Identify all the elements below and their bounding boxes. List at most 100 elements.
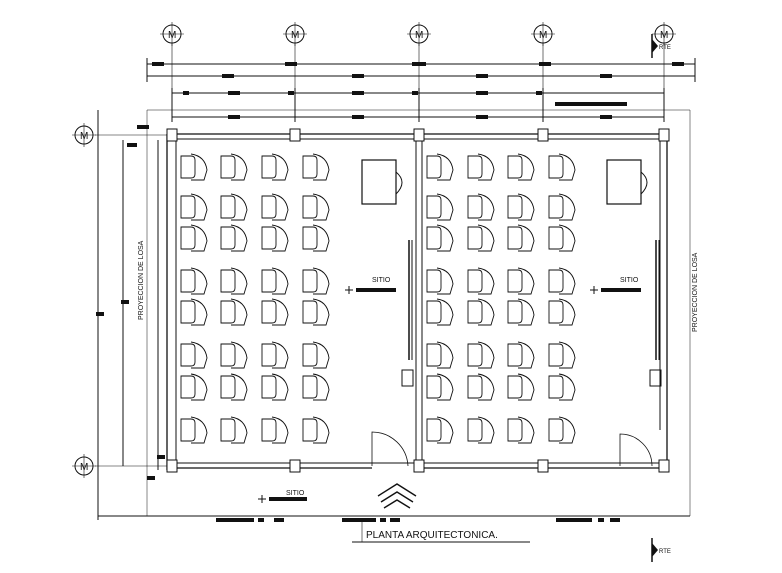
chair-right-1-7 bbox=[426, 373, 454, 401]
dimension-tag-h-14 bbox=[412, 91, 418, 95]
teacher-desk-left bbox=[361, 159, 397, 205]
site-marker-right-level-tag bbox=[601, 288, 641, 292]
chair-armrest bbox=[517, 416, 535, 444]
chair-seat bbox=[180, 418, 196, 442]
chair-seat bbox=[302, 343, 318, 367]
chair-seat bbox=[548, 226, 564, 250]
column-top-5 bbox=[658, 128, 670, 142]
column-top-3 bbox=[413, 128, 425, 142]
chair-armrest bbox=[230, 224, 248, 252]
chair-armrest bbox=[436, 341, 454, 369]
chair-armrest bbox=[190, 224, 208, 252]
dimension-tag-v-2 bbox=[127, 143, 137, 147]
chair-seat bbox=[548, 269, 564, 293]
chair-right-2-4 bbox=[467, 267, 495, 295]
chair-seat bbox=[507, 226, 523, 250]
chair-armrest bbox=[517, 153, 535, 181]
chair-left-4-7 bbox=[302, 373, 330, 401]
chair-seat bbox=[180, 343, 196, 367]
chair-seat bbox=[507, 343, 523, 367]
chair-seat bbox=[548, 155, 564, 179]
chair-seat bbox=[467, 155, 483, 179]
chair-armrest bbox=[436, 193, 454, 221]
chair-seat bbox=[220, 300, 236, 324]
chair-right-2-5 bbox=[467, 298, 495, 326]
chair-left-4-1 bbox=[302, 153, 330, 181]
chair-seat bbox=[302, 195, 318, 219]
chair-armrest bbox=[517, 193, 535, 221]
chair-left-3-4 bbox=[261, 267, 289, 295]
chair-seat bbox=[261, 418, 277, 442]
chair-left-1-6 bbox=[180, 341, 208, 369]
chair-armrest bbox=[312, 298, 330, 326]
chair-right-1-3 bbox=[426, 224, 454, 252]
dimension-tag-h-3 bbox=[412, 62, 426, 66]
chair-left-3-5 bbox=[261, 298, 289, 326]
chair-right-3-5 bbox=[507, 298, 535, 326]
chair-armrest bbox=[271, 224, 289, 252]
chair-left-1-3 bbox=[180, 224, 208, 252]
chair-armrest bbox=[436, 373, 454, 401]
chair-seat bbox=[548, 375, 564, 399]
chair-seat bbox=[220, 155, 236, 179]
chair-armrest bbox=[477, 153, 495, 181]
chair-left-2-8 bbox=[220, 416, 248, 444]
chair-armrest bbox=[558, 341, 576, 369]
chair-right-3-1 bbox=[507, 153, 535, 181]
chair-seat bbox=[426, 195, 442, 219]
chair-armrest bbox=[271, 153, 289, 181]
chair-seat bbox=[180, 226, 196, 250]
section-cut-marker-1 bbox=[652, 39, 658, 53]
chair-armrest bbox=[230, 298, 248, 326]
dimension-tag-h-19 bbox=[352, 115, 364, 119]
dimension-tag-h-15 bbox=[476, 91, 488, 95]
chair-armrest bbox=[190, 341, 208, 369]
chair-left-1-2 bbox=[180, 193, 208, 221]
teacher-desk-right bbox=[606, 159, 642, 205]
chair-seat bbox=[261, 343, 277, 367]
chair-seat bbox=[220, 375, 236, 399]
column-top-4 bbox=[537, 128, 549, 142]
grid-bubble-top-1: M bbox=[160, 22, 184, 46]
chair-armrest bbox=[230, 153, 248, 181]
column-top-2 bbox=[289, 128, 301, 142]
teacher-desk-right-chair bbox=[640, 171, 648, 195]
chair-seat bbox=[220, 195, 236, 219]
chair-right-2-7 bbox=[467, 373, 495, 401]
dimension-tag-v-6 bbox=[147, 476, 155, 480]
chair-armrest bbox=[517, 373, 535, 401]
chair-left-4-8 bbox=[302, 416, 330, 444]
column-bottom-3 bbox=[413, 459, 425, 473]
chair-seat bbox=[302, 300, 318, 324]
grid-bubble-letter: M bbox=[80, 462, 88, 473]
chair-armrest bbox=[558, 298, 576, 326]
chair-armrest bbox=[477, 193, 495, 221]
dimension-tag-h-11 bbox=[228, 91, 240, 95]
chair-seat bbox=[507, 195, 523, 219]
dimension-tag-h-27 bbox=[390, 518, 400, 522]
chair-armrest bbox=[558, 267, 576, 295]
chair-left-1-7 bbox=[180, 373, 208, 401]
chair-right-3-4 bbox=[507, 267, 535, 295]
chair-left-2-7 bbox=[220, 373, 248, 401]
cabinet-right bbox=[649, 369, 662, 387]
chair-left-1-5 bbox=[180, 298, 208, 326]
chair-left-2-6 bbox=[220, 341, 248, 369]
chair-seat bbox=[426, 343, 442, 367]
chair-seat bbox=[507, 300, 523, 324]
dimension-tag-h-24 bbox=[274, 518, 284, 522]
chair-seat bbox=[426, 300, 442, 324]
chair-armrest bbox=[230, 416, 248, 444]
chair-seat bbox=[302, 269, 318, 293]
chair-seat bbox=[507, 155, 523, 179]
chair-right-4-8 bbox=[548, 416, 576, 444]
chair-right-4-4 bbox=[548, 267, 576, 295]
chair-seat bbox=[507, 269, 523, 293]
section-mark-bottom-label: RTE bbox=[659, 549, 671, 555]
chair-seat bbox=[467, 195, 483, 219]
grid-bubble-letter: M bbox=[291, 30, 299, 41]
column-bottom-5 bbox=[658, 459, 670, 473]
chair-armrest bbox=[271, 416, 289, 444]
chair-seat bbox=[220, 226, 236, 250]
